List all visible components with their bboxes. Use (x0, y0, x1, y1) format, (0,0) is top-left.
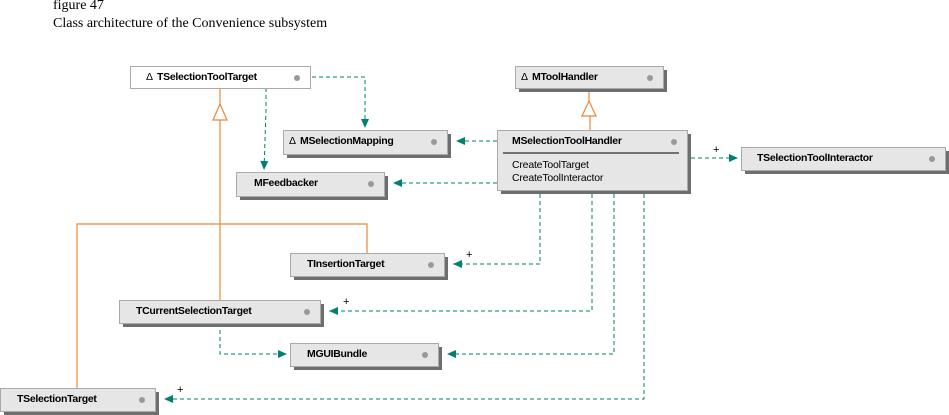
multiplicity-label: + (713, 144, 719, 156)
dependency-edge (312, 76, 369, 128)
class-dot-icon (422, 352, 428, 358)
arrowhead-icon (260, 160, 269, 170)
dependency-edge (260, 88, 269, 171)
dependency-edge (447, 194, 615, 358)
class-name: TSelectionTarget (17, 393, 97, 405)
class-box-tselection-target[interactable]: TSelectionTarget (0, 388, 160, 415)
class-name: MSelectionToolHandler (512, 135, 622, 147)
dependency-edge (393, 179, 497, 187)
class-name: MToolHandler (532, 71, 598, 83)
abstract-icon: Δ (289, 135, 296, 147)
arrowhead-icon (329, 307, 338, 315)
arrowhead-icon (278, 350, 287, 358)
generalization-arrow-icon (212, 102, 228, 121)
box-frame (236, 172, 385, 197)
multiplicity-label: + (343, 296, 349, 308)
arrowhead-icon (453, 260, 462, 268)
connectors-layer: + + + + (76, 76, 738, 403)
class-box-mselection-mapping[interactable]: Δ MSelectionMapping (283, 130, 452, 159)
figure-number: figure 47 (53, 0, 104, 13)
class-dot-icon (671, 139, 677, 145)
class-dot-icon (929, 156, 935, 162)
box-frame (0, 388, 156, 412)
arrowhead-icon (164, 395, 173, 403)
arrowhead-icon (456, 137, 465, 145)
class-box-tinsertion-target[interactable]: TInsertionTarget (290, 253, 449, 281)
class-name: TCurrentSelectionTarget (136, 305, 252, 317)
dependency-edge: + (329, 194, 593, 315)
class-box-mfeedbacker[interactable]: MFeedbacker (236, 172, 389, 201)
box-frame (515, 66, 664, 89)
multiplicity-label: + (466, 249, 472, 261)
abstract-icon: Δ (521, 71, 528, 83)
box-frame (290, 253, 445, 277)
box-frame (119, 300, 321, 324)
abstract-icon: Δ (146, 71, 153, 83)
class-name: MFeedbacker (254, 177, 318, 189)
dependency-edge: + (453, 194, 541, 268)
dependency-line (329, 194, 593, 312)
class-name: TSelectionToolInteractor (757, 152, 873, 164)
operation-label: CreateToolInteractor (512, 172, 604, 184)
dependency-line (263, 88, 267, 171)
dependency-line (219, 323, 287, 355)
class-name: TSelectionToolTarget (157, 71, 258, 83)
dependency-line (453, 194, 541, 265)
class-dot-icon (368, 181, 374, 187)
dependency-edge (219, 323, 287, 358)
arrowhead-icon (361, 119, 369, 128)
class-dot-icon (428, 262, 434, 268)
box-frame (130, 66, 311, 89)
arrowhead-icon (393, 179, 402, 187)
dependency-line (447, 194, 615, 355)
arrowhead-icon (729, 154, 738, 162)
box-frame (290, 343, 439, 367)
class-dot-icon (431, 139, 437, 145)
inheritance-edges (76, 88, 597, 388)
dependency-line (164, 194, 645, 400)
class-box-mselection-tool-handler[interactable]: MSelectionToolHandlerCreateToolTargetCre… (497, 130, 692, 195)
class-dot-icon (647, 75, 653, 81)
dependency-edge: + (691, 144, 738, 162)
generalization-arrow-icon (581, 99, 597, 117)
dependency-edge (456, 137, 497, 145)
figure-title: Class architecture of the Convenience su… (53, 16, 328, 31)
class-box-mguibundle[interactable]: MGUIBundle (290, 343, 443, 371)
arrowhead-icon (447, 350, 456, 358)
dependency-edge: + (164, 194, 645, 403)
class-box-tselection-tool-target[interactable]: Δ TSelectionToolTarget (130, 66, 311, 89)
inheritance-line (76, 223, 368, 388)
class-name: TInsertionTarget (307, 258, 385, 270)
class-box-tcurrent-selection-target[interactable]: TCurrentSelectionTarget (119, 300, 325, 328)
class-dot-icon (139, 397, 145, 403)
class-dot-icon (294, 75, 300, 81)
class-box-mtool-handler[interactable]: Δ MToolHandler (515, 66, 668, 93)
multiplicity-label: + (177, 384, 183, 396)
box-frame (497, 130, 688, 191)
class-box-tselection-tool-interactor[interactable]: TSelectionToolInteractor (741, 147, 949, 175)
dependency-line (312, 76, 366, 128)
class-dot-icon (304, 309, 310, 315)
box-frame (741, 147, 946, 171)
class-name: MGUIBundle (307, 348, 367, 360)
operation-label: CreateToolTarget (512, 159, 589, 171)
class-name: MSelectionMapping (300, 135, 394, 147)
box-frame (283, 130, 448, 155)
